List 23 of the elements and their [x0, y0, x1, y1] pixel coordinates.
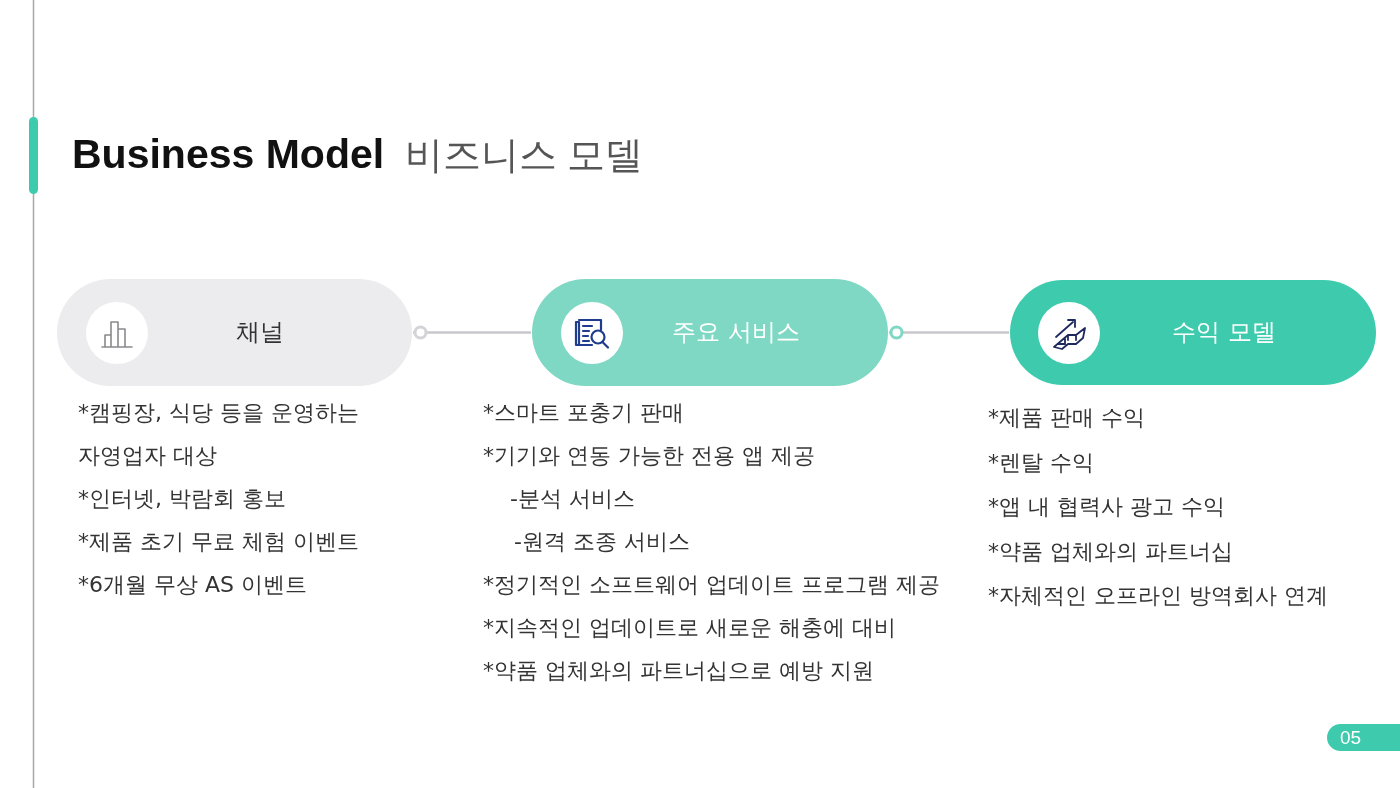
bullet-item: *캠핑장, 식당 등을 운영하는 자영업자 대상	[78, 399, 360, 470]
connector-line	[889, 325, 1009, 340]
bullet-item: *렌탈 수익	[988, 448, 1095, 477]
bullet-item: *제품 판매 수익	[988, 404, 1146, 432]
bullet-item: *제품 초기 무료 체험 이벤트	[78, 528, 360, 556]
bullet-item: *앱 내 협력사 광고 수익	[988, 493, 1226, 521]
bullet-item: *6개월 무상 AS 이벤트	[78, 571, 308, 599]
connector-line	[413, 325, 531, 340]
page-number: 05	[1327, 724, 1400, 751]
bullet-item: *약품 업체와의 파트너십	[988, 537, 1234, 566]
bullet-item: *기기와 연동 가능한 전용 앱 제공	[483, 442, 816, 470]
bullet-item: *정기적인 소프트웨어 업데이트 프로그램 제공	[483, 571, 941, 599]
bullet-item: *지속적인 업데이트로 새로운 해충에 대비	[483, 614, 897, 642]
pill-label: 수익 모델	[1172, 317, 1276, 348]
bullet-item: *자체적인 오프라인 방역회사 연계	[988, 582, 1329, 610]
bullet-item: *스마트 포충기 판매	[483, 399, 685, 427]
slide-title: Business Model 비즈니스 모델	[72, 130, 644, 179]
bullet-item: *인터넷, 박람회 홍보	[78, 485, 287, 513]
pill-label: 채널	[236, 317, 284, 348]
bullet-item: -원격 조종 서비스	[513, 528, 691, 556]
bullet-item: *약품 업체와의 파트너십으로 예방 지원	[483, 657, 875, 685]
pill-label: 주요 서비스	[672, 317, 800, 348]
bullet-item: -분석 서비스	[509, 485, 636, 513]
